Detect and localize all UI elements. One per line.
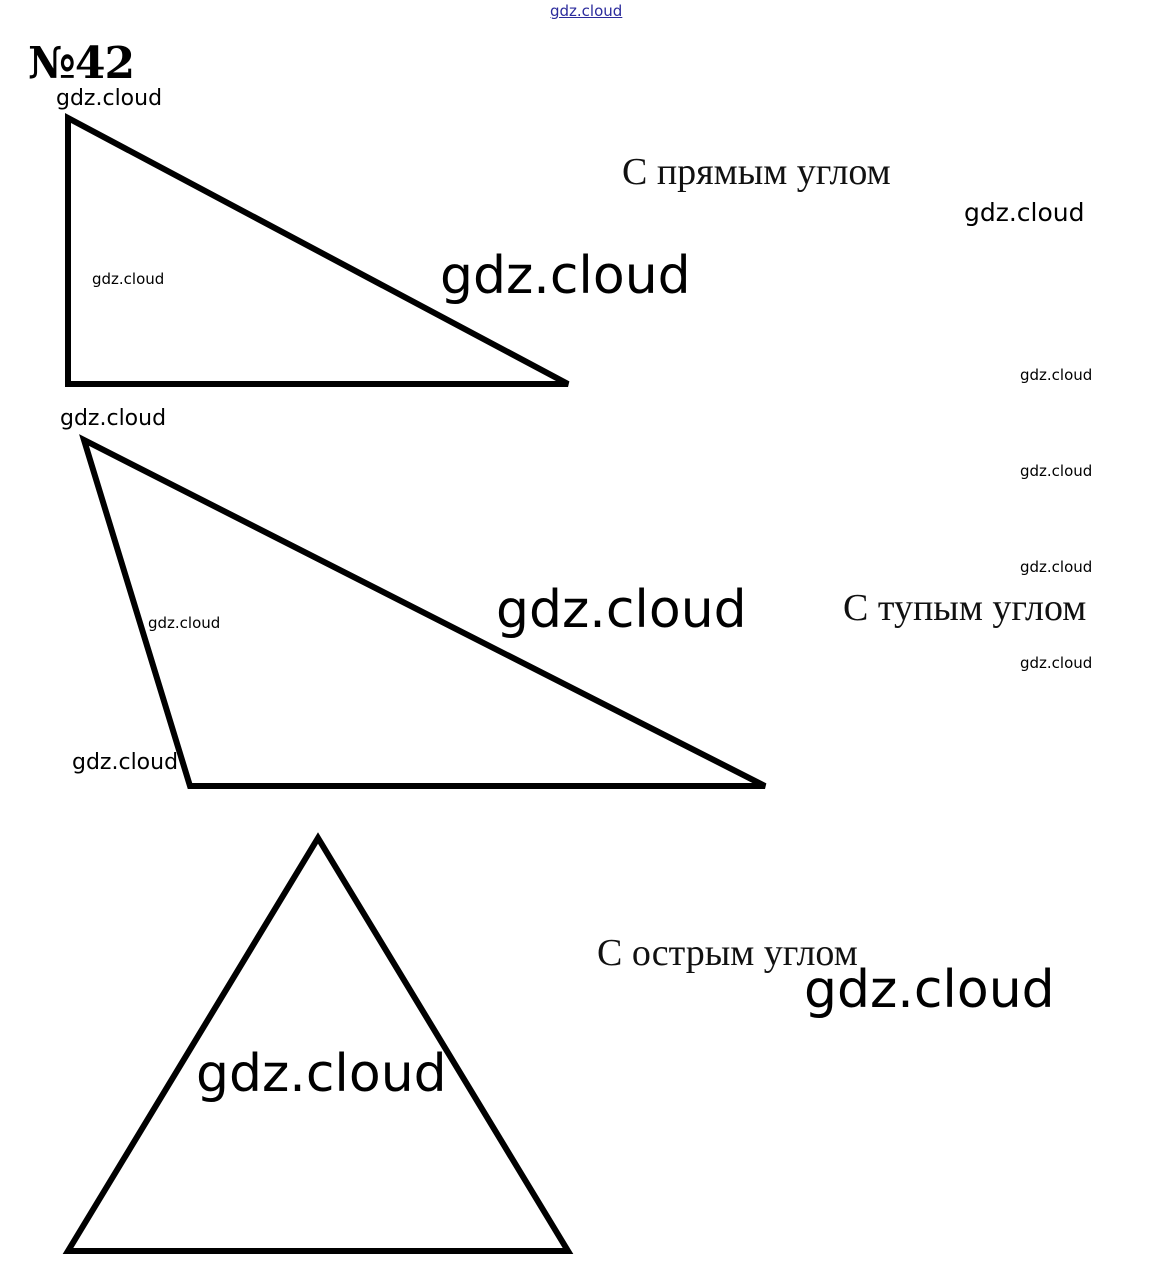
watermark: gdz.cloud [1020, 654, 1093, 672]
watermark: gdz.cloud [1020, 558, 1093, 576]
watermark: gdz.cloud [60, 406, 167, 431]
watermark: gdz.cloud [804, 960, 1055, 1020]
watermark: gdz.cloud [72, 750, 179, 775]
acute-triangle [62, 832, 574, 1254]
obtuse-triangle [79, 434, 767, 789]
watermark: gdz.cloud [496, 580, 747, 640]
source-link[interactable]: gdz.cloud [550, 2, 623, 20]
watermark: gdz.cloud [148, 614, 221, 632]
watermark: gdz.cloud [1020, 462, 1093, 480]
caption-acute-angle: С острым углом [597, 932, 858, 974]
watermark: gdz.cloud [1020, 366, 1093, 384]
watermark: gdz.cloud [92, 270, 165, 288]
problem-number: №42 [28, 38, 135, 89]
watermark: gdz.cloud [964, 198, 1085, 227]
right-triangle [65, 113, 570, 387]
caption-obtuse-angle: С тупым углом [843, 587, 1087, 629]
watermark: gdz.cloud [56, 86, 163, 111]
watermark: gdz.cloud [440, 246, 691, 306]
caption-right-angle: С прямым углом [622, 151, 891, 193]
watermark: gdz.cloud [196, 1044, 447, 1104]
